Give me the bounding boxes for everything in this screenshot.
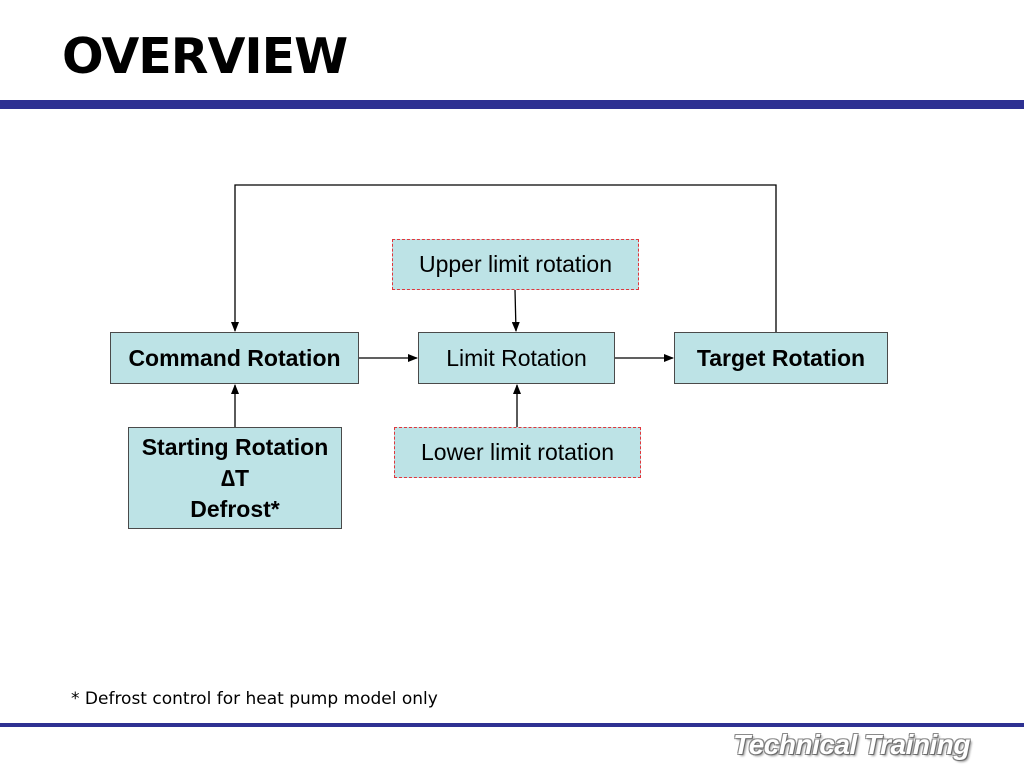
target-rotation-box: Target Rotation [674, 332, 888, 384]
input-defrost: Defrost* [190, 495, 280, 522]
edge-upper-to-limit [511, 289, 520, 332]
brand-logo-text: Technical Training [733, 729, 970, 760]
footer-rule [0, 723, 1024, 727]
slide-title: OVERVIEW [62, 28, 348, 85]
upper-limit-rotation-box: Upper limit rotation [392, 239, 639, 290]
input-delta-t: ∆T [220, 464, 250, 491]
command-rotation-box: Command Rotation [110, 332, 359, 384]
limit-rotation-box: Limit Rotation [418, 332, 615, 384]
input-starting-rotation: Starting Rotation [141, 433, 329, 460]
command-rotation-label: Command Rotation [128, 344, 341, 371]
footnote: * Defrost control for heat pump model on… [71, 689, 438, 709]
input-factors-box: Starting Rotation ∆T Defrost* [128, 427, 342, 529]
lower-limit-rotation-box: Lower limit rotation [394, 427, 641, 478]
edge-target-feedback-to-command [231, 184, 777, 332]
header-rule [0, 100, 1024, 109]
lower-limit-rotation-label: Lower limit rotation [420, 439, 615, 465]
upper-limit-rotation-label: Upper limit rotation [418, 251, 613, 277]
target-rotation-label: Target Rotation [696, 344, 866, 371]
limit-rotation-label: Limit Rotation [446, 344, 587, 371]
